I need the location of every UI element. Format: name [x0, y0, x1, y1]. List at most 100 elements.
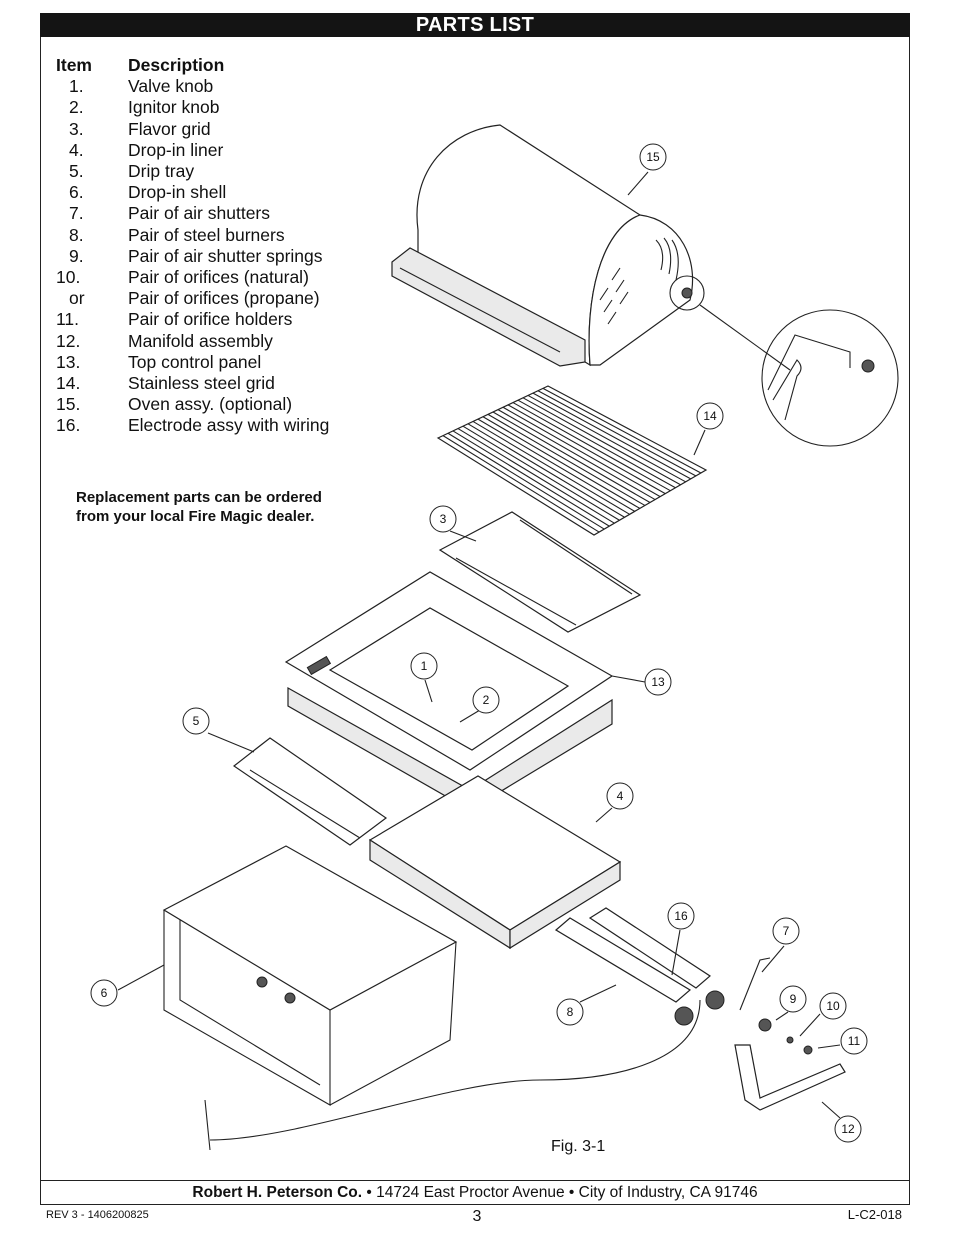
- item-description: Electrode assy with wiring: [128, 415, 330, 436]
- callout-5: 5: [182, 707, 210, 735]
- item-number: or: [69, 288, 85, 309]
- item-description: Drop-in liner: [128, 139, 224, 160]
- flavor-grid-drawing: [438, 511, 642, 633]
- callout-10: 10: [819, 992, 847, 1020]
- item-description: Pair of air shutter springs: [128, 245, 323, 266]
- parts-list-row: 7. Pair of air shutters: [56, 203, 329, 224]
- item-number: 16.: [56, 415, 81, 436]
- burners-drawing: [554, 907, 725, 1026]
- leader-lines: [117, 171, 841, 1119]
- item-number: 11.: [56, 309, 80, 330]
- item-number: 1.: [69, 76, 84, 97]
- grid-bar: [482, 416, 641, 509]
- parts-list-row: 10. Pair of orifices (natural): [56, 267, 329, 288]
- item-number: 13.: [56, 351, 81, 372]
- item-description: Manifold assembly: [128, 330, 273, 351]
- grid-bar: [537, 390, 697, 477]
- svg-text:5: 5: [193, 714, 200, 728]
- note-line-2: from your local Fire Magic dealer.: [76, 508, 315, 525]
- description-column-header: Description: [128, 55, 225, 75]
- item-number: 3.: [69, 118, 84, 139]
- callout-8: 8: [556, 998, 584, 1026]
- item-number: 5.: [69, 161, 84, 182]
- item-description: Oven assy. (optional): [128, 394, 293, 415]
- parts-list-row: 12. Manifold assembly: [56, 331, 329, 352]
- item-description: Pair of air shutters: [128, 203, 270, 224]
- svg-text:1: 1: [421, 659, 428, 673]
- parts-list-row: 11.Pair of orifice holders: [56, 309, 329, 330]
- callout-16: 16: [667, 902, 695, 930]
- parts-list-row: 1.Valve knob: [56, 76, 329, 97]
- grid-bar: [532, 392, 691, 480]
- replacement-note: Replacement parts can be ordered from yo…: [76, 488, 322, 526]
- grid-bar: [512, 402, 671, 492]
- item-description: Top control panel: [128, 351, 262, 372]
- item-description: Stainless steel grid: [128, 373, 275, 394]
- stainless-grid-drawing: [436, 385, 708, 536]
- parts-list-row: 4. Drop-in liner: [56, 140, 329, 161]
- item-number: 9.: [69, 245, 84, 266]
- city-address: City of Industry, CA 91746: [578, 1184, 758, 1201]
- item-number: 6.: [69, 182, 84, 203]
- svg-text:10: 10: [826, 999, 840, 1013]
- item-number: 7.: [69, 203, 84, 224]
- item-number: 4.: [69, 139, 84, 160]
- grid-bar: [492, 411, 651, 503]
- item-description: Ignitor knob: [128, 97, 220, 118]
- svg-text:3: 3: [440, 512, 447, 526]
- item-number: 2.: [69, 97, 84, 118]
- svg-text:13: 13: [651, 675, 665, 689]
- callout-15: 15: [639, 143, 667, 171]
- item-number: 14.: [56, 373, 81, 394]
- note-line-1: Replacement parts can be ordered: [76, 489, 322, 506]
- item-description: Drop-in shell: [128, 182, 227, 203]
- item-number: 8.: [69, 224, 84, 245]
- section-title: PARTS LIST: [40, 13, 910, 37]
- svg-text:6: 6: [101, 986, 108, 1000]
- grid-bar: [477, 418, 636, 512]
- item-number: 15.: [56, 394, 81, 415]
- svg-text:9: 9: [790, 992, 797, 1006]
- grid-bar: [472, 420, 630, 515]
- parts-list-row: 13. Top control panel: [56, 352, 329, 373]
- address-bullet-2: •: [568, 1184, 575, 1201]
- item-description: Pair of steel burners: [128, 224, 285, 245]
- item-description: Drip tray: [128, 161, 195, 182]
- figure-label: Fig. 3-1: [551, 1138, 606, 1155]
- grid-bar: [517, 399, 676, 489]
- svg-text:11: 11: [848, 1034, 861, 1048]
- parts-list-row: 14. Stainless steel grid: [56, 373, 329, 394]
- grid-bar: [467, 423, 625, 518]
- street-address: 14724 East Proctor Avenue: [376, 1184, 565, 1201]
- grid-bar: [452, 430, 610, 527]
- item-number: 10.: [56, 267, 81, 288]
- svg-text:15: 15: [646, 150, 660, 164]
- grid-bar: [462, 425, 620, 521]
- callout-3: 3: [429, 505, 457, 533]
- grid-bar: [507, 404, 666, 495]
- callout-11: 11: [840, 1027, 868, 1055]
- svg-text:7: 7: [783, 924, 790, 938]
- callout-14: 14: [696, 402, 724, 430]
- callout-4: 4: [606, 782, 634, 810]
- grid-bar: [522, 397, 681, 486]
- grid-bar: [457, 428, 615, 524]
- svg-text:8: 8: [567, 1005, 574, 1019]
- drop-in-liner-drawing: [368, 775, 622, 950]
- svg-text:4: 4: [617, 789, 624, 803]
- svg-text:12: 12: [841, 1122, 855, 1136]
- item-description: Flavor grid: [128, 118, 211, 139]
- grid-bar: [527, 394, 686, 483]
- grid-bar: [442, 435, 600, 533]
- parts-list-row: 8. Pair of steel burners: [56, 225, 329, 246]
- svg-text:14: 14: [703, 409, 717, 423]
- item-description: Pair of orifices (natural): [128, 267, 309, 288]
- company-name: Robert H. Peterson Co.: [192, 1184, 363, 1201]
- parts-list-row: 16. Electrode assy with wiring: [56, 415, 329, 436]
- valve-parts-drawing: [734, 957, 846, 1111]
- oven-assembly-drawing: [391, 124, 899, 447]
- item-number: 12.: [56, 330, 81, 351]
